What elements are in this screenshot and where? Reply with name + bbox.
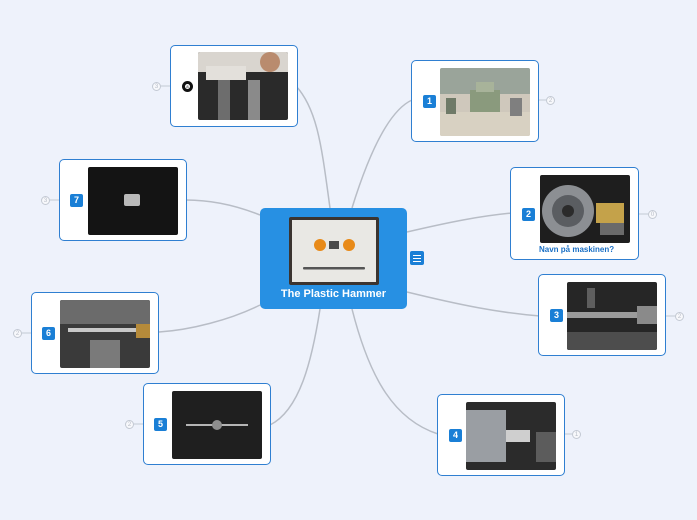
collapse-toggle-5[interactable]: 2 bbox=[125, 420, 134, 429]
central-topic-image bbox=[289, 217, 379, 285]
central-topic-title: The Plastic Hammer bbox=[280, 288, 387, 300]
connector-1 bbox=[351, 99, 413, 209]
connector-2 bbox=[406, 212, 513, 233]
connector-3 bbox=[406, 291, 541, 317]
topic-image bbox=[567, 282, 657, 350]
topic-4[interactable]: 4 bbox=[437, 394, 565, 476]
collapse-toggle-4[interactable]: 1 bbox=[572, 430, 581, 439]
topic-image bbox=[198, 52, 288, 120]
collapse-toggle-2[interactable]: 0 bbox=[648, 210, 657, 219]
eight-ball-icon: 8 bbox=[182, 81, 193, 92]
connector-6 bbox=[158, 304, 261, 333]
topic-caption: Navn på maskinen? bbox=[539, 245, 615, 254]
topic-3[interactable]: 3 bbox=[538, 274, 666, 356]
connector-photo bbox=[295, 85, 331, 209]
connector-4 bbox=[351, 308, 439, 435]
collapse-toggle-3[interactable]: 2 bbox=[675, 312, 684, 321]
topic-number-badge: 2 bbox=[522, 208, 535, 221]
topic-5[interactable]: 5 bbox=[143, 383, 271, 465]
topic-number-badge: 3 bbox=[550, 309, 563, 322]
collapse-toggle-7[interactable]: 3 bbox=[41, 196, 50, 205]
collapse-toggle-1[interactable]: 2 bbox=[546, 96, 555, 105]
collapse-toggle-photo[interactable]: 3 bbox=[152, 82, 161, 91]
topic-image bbox=[440, 68, 530, 136]
connector-5 bbox=[269, 308, 321, 426]
topic-photo[interactable]: 8 bbox=[170, 45, 298, 127]
topic-image bbox=[88, 167, 178, 235]
topic-number-badge: 4 bbox=[449, 429, 462, 442]
collapse-toggle-6[interactable]: 2 bbox=[13, 329, 22, 338]
central-topic[interactable]: The Plastic Hammer bbox=[260, 208, 407, 309]
topic-2[interactable]: 2 Navn på maskinen? bbox=[510, 167, 639, 260]
topic-number-badge: 6 bbox=[42, 327, 55, 340]
topic-7[interactable]: 7 bbox=[59, 159, 187, 241]
topic-number-badge: 7 bbox=[70, 194, 83, 207]
topic-image bbox=[540, 175, 630, 243]
notes-icon[interactable] bbox=[410, 251, 424, 265]
topic-image bbox=[60, 300, 150, 368]
topic-1[interactable]: 1 bbox=[411, 60, 539, 142]
connector-7 bbox=[185, 199, 261, 216]
topic-number-badge: 5 bbox=[154, 418, 167, 431]
topic-image bbox=[172, 391, 262, 459]
topic-image bbox=[466, 402, 556, 470]
topic-6[interactable]: 6 bbox=[31, 292, 159, 374]
topic-number-badge: 1 bbox=[423, 95, 436, 108]
